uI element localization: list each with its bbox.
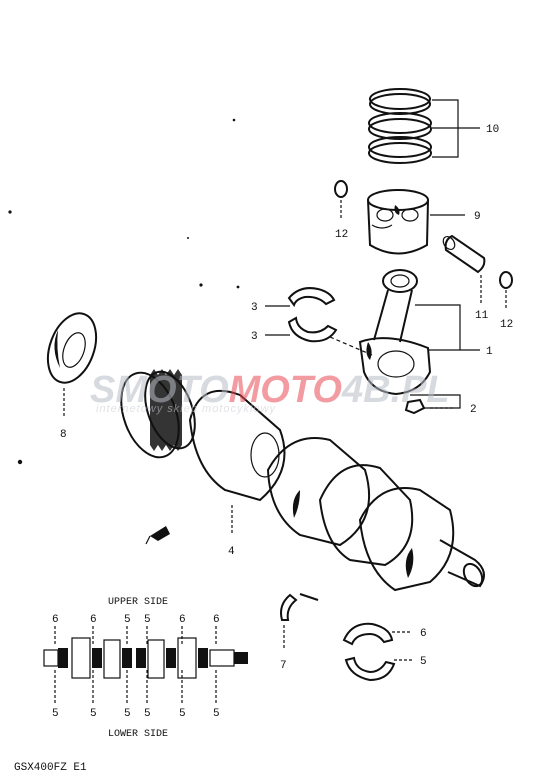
callout-7: 7 bbox=[280, 660, 287, 672]
callout-9: 9 bbox=[474, 211, 481, 223]
lower-code-1: 5 bbox=[52, 708, 59, 720]
piston-pin-circlip-right bbox=[499, 271, 513, 308]
watermark-brand-b: MOTO bbox=[229, 369, 342, 411]
crankshaft bbox=[120, 369, 485, 592]
callout-12b: 12 bbox=[500, 319, 513, 331]
bearing-selection-chart: UPPER SIDE LOWER SIDE 6 6 5 5 6 6 5 5 5 5 5 5 bbox=[43, 597, 248, 740]
watermark-brand-a: SMOTO bbox=[90, 369, 229, 411]
lower-bearing-codes: 5 5 5 5 5 5 bbox=[52, 670, 220, 720]
piston-rings bbox=[368, 88, 432, 164]
leader-1 bbox=[415, 304, 461, 351]
upper-code-1: 6 bbox=[52, 614, 59, 626]
connecting-rod bbox=[358, 269, 432, 396]
callout-1: 1 bbox=[486, 346, 493, 358]
callout-5: 5 bbox=[420, 656, 427, 668]
lower-code-5: 5 bbox=[179, 708, 186, 720]
watermark-tagline: internetowy sklep motocyklowy bbox=[96, 403, 277, 415]
upper-code-4: 5 bbox=[144, 614, 151, 626]
upper-code-2: 6 bbox=[90, 614, 97, 626]
callout-10: 10 bbox=[486, 124, 499, 136]
callout-10-bracket bbox=[432, 99, 480, 158]
lower-side-label: LOWER SIDE bbox=[108, 729, 168, 740]
piston-pin bbox=[442, 234, 486, 305]
oil-seal bbox=[46, 312, 98, 384]
upper-code-5: 6 bbox=[179, 614, 186, 626]
svg-text:SMOTOMOTO4B.PL: SMOTOMOTO4B.PL bbox=[90, 369, 450, 411]
callout-12a: 12 bbox=[335, 229, 348, 241]
lower-code-2: 5 bbox=[90, 708, 97, 720]
watermark-brand-d: .PL bbox=[391, 369, 450, 411]
model-code: GSX400FZ E1 bbox=[14, 762, 87, 774]
assembly-line-bearing bbox=[329, 336, 373, 356]
scan-specks bbox=[8, 118, 240, 465]
conrod-bearing-upper bbox=[287, 287, 336, 308]
main-bearing-upper bbox=[342, 622, 394, 646]
callout-11: 11 bbox=[475, 310, 489, 322]
callout-8: 8 bbox=[60, 429, 67, 441]
callout-6: 6 bbox=[420, 628, 427, 640]
upper-code-3: 5 bbox=[124, 614, 131, 626]
main-bearing-lower bbox=[344, 656, 396, 682]
lower-code-4: 5 bbox=[144, 708, 151, 720]
mini-crankshaft bbox=[43, 637, 248, 679]
callout-4: 4 bbox=[228, 546, 235, 558]
lower-code-3: 5 bbox=[124, 708, 131, 720]
conrod-bearing-lower bbox=[287, 316, 338, 343]
lower-code-6: 5 bbox=[213, 708, 220, 720]
callout-3b: 3 bbox=[251, 331, 258, 343]
piston bbox=[367, 189, 429, 255]
conrod-nut bbox=[404, 398, 426, 415]
watermark-brand-c: 4B bbox=[341, 369, 391, 411]
watermark: SMOTOMOTO4B.PL internetowy sklep motocyk… bbox=[90, 369, 450, 415]
upper-code-6: 6 bbox=[213, 614, 220, 626]
thrust-bearing bbox=[280, 593, 319, 621]
callout-3a: 3 bbox=[251, 302, 258, 314]
upper-bearing-codes: 6 6 5 5 6 6 bbox=[52, 614, 220, 646]
piston-pin-circlip-left bbox=[334, 180, 348, 218]
upper-side-label: UPPER SIDE bbox=[108, 597, 168, 608]
front-arrow-icon bbox=[145, 526, 170, 545]
callout-2: 2 bbox=[470, 404, 477, 416]
